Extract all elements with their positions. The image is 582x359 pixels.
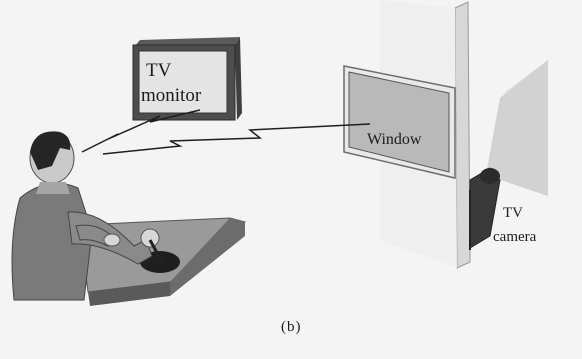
tv-monitor-icon xyxy=(132,37,242,121)
monitor-label-line2: monitor xyxy=(141,85,202,106)
operator-figure xyxy=(11,131,160,301)
camera-label-line1: TV xyxy=(503,205,523,221)
tv-camera-icon xyxy=(469,167,501,250)
window-pane xyxy=(343,65,456,179)
window-label: Window xyxy=(367,131,422,148)
monitor-to-operator-signal xyxy=(81,109,201,153)
camera-to-operator-signal xyxy=(102,123,371,155)
camera-label-line2: camera xyxy=(493,229,537,245)
figure-caption: (b) xyxy=(281,319,302,335)
camera-view-cone xyxy=(486,60,548,196)
monitor-label-line1: TV xyxy=(146,60,172,81)
joystick-icon xyxy=(148,239,164,263)
signal-links xyxy=(81,109,371,155)
